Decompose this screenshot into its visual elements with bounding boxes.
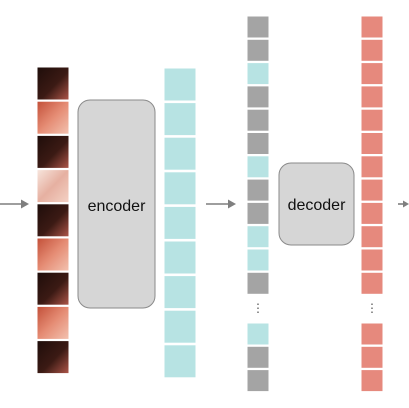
decoder-input-ellipsis: ⋮ [252, 301, 264, 315]
encoded-token [163, 67, 197, 102]
encoded-token [163, 240, 197, 275]
decoder-input-token [246, 201, 270, 225]
decoder-input-token [246, 271, 270, 295]
encoded-token [163, 205, 197, 240]
decoder-label: decoder [288, 197, 346, 214]
input-arrow [0, 199, 29, 209]
encoded-token-column [163, 67, 197, 379]
decoder-input-token [246, 15, 270, 39]
encoded-token [163, 309, 197, 344]
decoder-input-token [246, 108, 270, 132]
output-token [360, 369, 384, 393]
image-patch [36, 305, 70, 340]
decoder-input-token [246, 155, 270, 179]
output-token [360, 322, 384, 346]
output-token-column [360, 15, 384, 393]
image-patch [36, 169, 70, 204]
image-patch [36, 237, 70, 272]
image-patch [36, 66, 70, 101]
decoder-input-token [246, 369, 270, 393]
output-token [360, 225, 384, 249]
image-patch [36, 203, 70, 238]
encoded-token [163, 171, 197, 206]
image-patch [36, 271, 70, 306]
output-token [360, 345, 384, 369]
output-token [360, 15, 384, 39]
decoder-input-token [246, 132, 270, 155]
output-ellipsis: ⋮ [366, 301, 378, 315]
decoder-box: decoder [278, 162, 355, 246]
decoder-input-token-column [246, 15, 270, 393]
decoder-input-token [246, 322, 270, 346]
image-patch-column [36, 66, 70, 375]
encoded-token [163, 102, 197, 137]
output-token [360, 155, 384, 179]
encoded-token [163, 136, 197, 171]
output-arrow [398, 200, 409, 208]
encoder-to-decoder-arrow [206, 199, 236, 209]
encoder-label: encoder [88, 198, 146, 215]
output-token [360, 108, 384, 132]
output-token [360, 85, 384, 109]
decoder-input-token [246, 345, 270, 369]
decoder-input-token [246, 248, 270, 272]
decoder-input-token [246, 178, 270, 202]
output-token [360, 201, 384, 225]
output-token [360, 178, 384, 202]
output-token [360, 38, 384, 62]
output-token [360, 62, 384, 86]
image-patch [36, 100, 70, 135]
encoded-token [163, 344, 197, 379]
decoder-input-token [246, 38, 270, 62]
image-patch [36, 134, 70, 169]
image-patch [36, 340, 70, 375]
output-token [360, 248, 384, 272]
encoder-box: encoder [77, 99, 156, 309]
output-token [360, 132, 384, 155]
decoder-input-token [246, 62, 270, 86]
output-token [360, 271, 384, 295]
encoded-token [163, 275, 197, 310]
decoder-input-token [246, 225, 270, 249]
decoder-input-token [246, 85, 270, 109]
